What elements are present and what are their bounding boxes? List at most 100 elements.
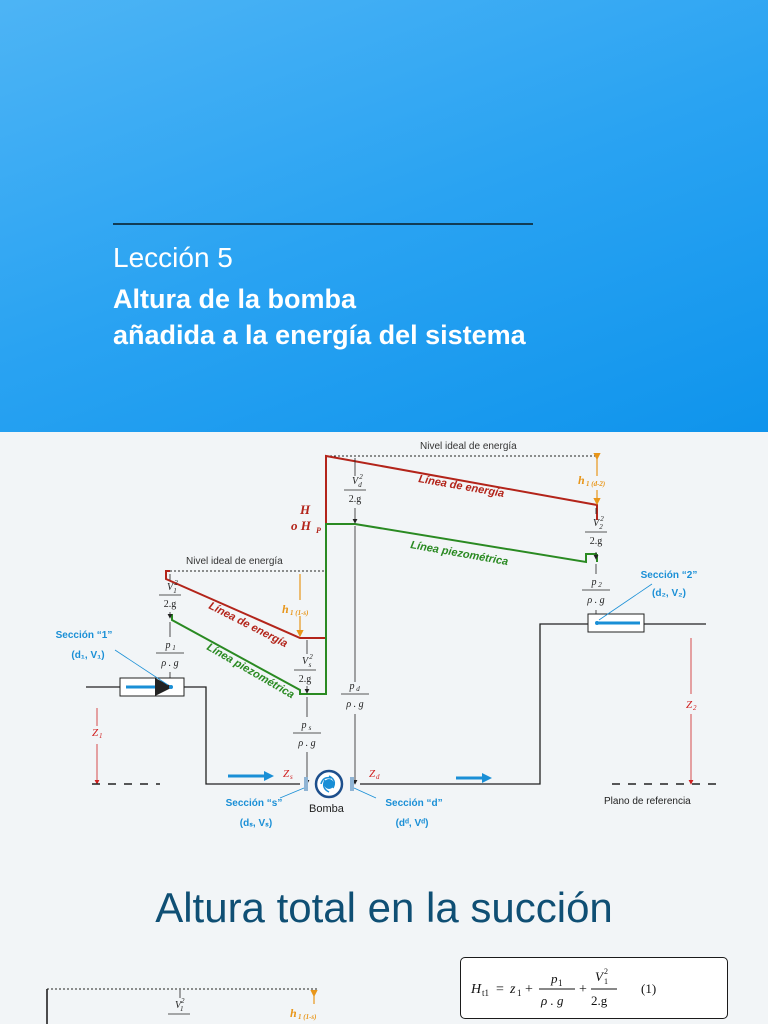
svg-text:1: 1 [517,988,522,998]
svg-text:1: 1 [172,644,176,652]
section-2-vars: (d₂, V₂) [652,588,686,599]
svg-text:2.g: 2.g [349,494,362,505]
section-s-title: Sección “s” [226,798,283,809]
discharge-pipe [360,623,706,785]
z2-label: Z [686,699,693,711]
svg-text:p: p [165,640,171,651]
svg-text:1 (1-s): 1 (1-s) [298,1013,316,1021]
equation-box: H t1 = z 1 + p 1 ρ . g + V 2 1 2.g (1) [460,957,728,1019]
pump-head-h: H [299,502,311,517]
section-1-title: Sección “1” [56,630,113,641]
svg-text:H: H [470,982,482,997]
svg-text:V: V [167,582,175,593]
svg-text:2: 2 [604,967,608,976]
term-v2: V 2 2 2.g [585,515,607,547]
svg-text:V: V [302,656,310,667]
piezo-line-label-left: Línea piezométrica [205,641,297,701]
datum-label: Plano de referencia [604,796,691,807]
suction-detail-diagram: V 2 1 h 1 (1-s) [46,988,318,1024]
detail-v1: V [175,1000,183,1011]
z1-label: Z [92,727,99,739]
svg-text:1: 1 [604,977,608,986]
pump-energy-diagram: Nivel ideal de energía Nivel ideal de en… [56,441,718,829]
svg-text:ρ . g: ρ . g [345,699,363,710]
svg-text:p: p [349,681,355,692]
energy-line-label-right: Línea de energía [417,473,505,500]
svg-text:+: + [525,982,533,997]
pump-label: Bomba [309,803,345,815]
title-banner: Lección 5 Altura de la bomba añadida a l… [0,0,768,432]
title-line-1: Altura de la bomba [113,284,357,314]
ideal-level-label-left: Nivel ideal de energía [186,556,283,567]
svg-text:2: 2 [359,473,363,481]
svg-text:s: s [309,661,312,669]
svg-text:p: p [301,720,307,731]
svg-text:2: 2 [693,704,697,712]
svg-text:2: 2 [174,579,178,587]
svg-text:s: s [309,724,312,732]
svg-text:2.g: 2.g [164,599,177,610]
term-ps: p s ρ . g [293,720,321,749]
svg-text:1: 1 [558,978,563,988]
section-d-vars: (dᵈ, Vᵈ) [396,818,429,829]
section-heading: Altura total en la succión [155,884,613,931]
svg-text:ρ . g: ρ . g [586,595,604,606]
energy-line [165,454,598,639]
zd-label: Z [369,768,376,780]
svg-text:V: V [593,518,601,529]
equation-ht1: H t1 = z 1 + p 1 ρ . g + V 2 1 2.g (1) [470,967,656,1008]
svg-text:=: = [496,982,504,997]
section-d-title: Sección “d” [385,798,442,809]
title-rule [113,223,533,225]
term-p1: p 1 ρ . g [156,640,184,669]
term-v1: V 2 1 2.g [159,579,181,610]
svg-text:1: 1 [180,1005,184,1013]
svg-text:+: + [579,982,587,997]
loss-suction-label: h [282,602,289,616]
loss-discharge-label: h [578,473,585,487]
suction-pipe [86,686,300,785]
svg-text:z: z [509,982,516,997]
term-p2: p 2 ρ . g [582,577,610,606]
svg-text:d: d [356,685,360,693]
svg-text:2: 2 [599,523,603,531]
pump-head-o: o H [291,518,312,533]
svg-text:2: 2 [181,997,185,1005]
svg-text:p: p [550,971,558,986]
svg-text:2: 2 [598,581,602,589]
svg-text:d: d [358,481,362,489]
svg-text:p: p [591,577,597,588]
term-pd: p d ρ . g [341,681,369,710]
svg-text:s: s [290,773,293,781]
section-1-vars: (d₁, V₁) [71,650,104,661]
piezo-line-label-right: Línea piezométrica [409,539,509,568]
svg-text:2: 2 [600,515,604,523]
svg-text:2.g: 2.g [590,536,603,547]
svg-text:V: V [595,969,605,984]
svg-text:2.g: 2.g [299,674,312,685]
detail-loss-label: h [290,1006,297,1020]
ideal-level-label-top: Nivel ideal de energía [420,441,517,452]
pump-icon [304,769,354,799]
svg-text:1: 1 [99,732,103,740]
svg-text:2.g: 2.g [591,993,608,1008]
svg-text:ρ . g: ρ . g [540,993,564,1008]
piezometric-line [171,523,597,695]
svg-text:ρ . g: ρ . g [160,658,178,669]
title-line-2: añadida a la energía del sistema [113,320,526,350]
term-vs: V 2 s 2.g [294,653,316,685]
pump-head-sub: P [316,526,321,535]
lesson-label: Lección 5 [113,242,233,273]
svg-text:ρ . g: ρ . g [297,738,315,749]
svg-text:V: V [352,476,360,487]
svg-text:(1): (1) [641,981,656,996]
section-s-vars: (dₛ, Vₛ) [240,818,272,829]
zs-label: Z [283,768,290,780]
loss-suction-sub: 1 (1-s) [290,609,308,617]
loss-discharge-sub: 1 (d-2) [586,480,605,488]
svg-text:1: 1 [173,587,177,595]
term-vd: V 2 d 2.g [344,473,366,505]
svg-text:d: d [376,773,380,781]
svg-text:2: 2 [309,653,313,661]
svg-text:t1: t1 [482,988,489,998]
